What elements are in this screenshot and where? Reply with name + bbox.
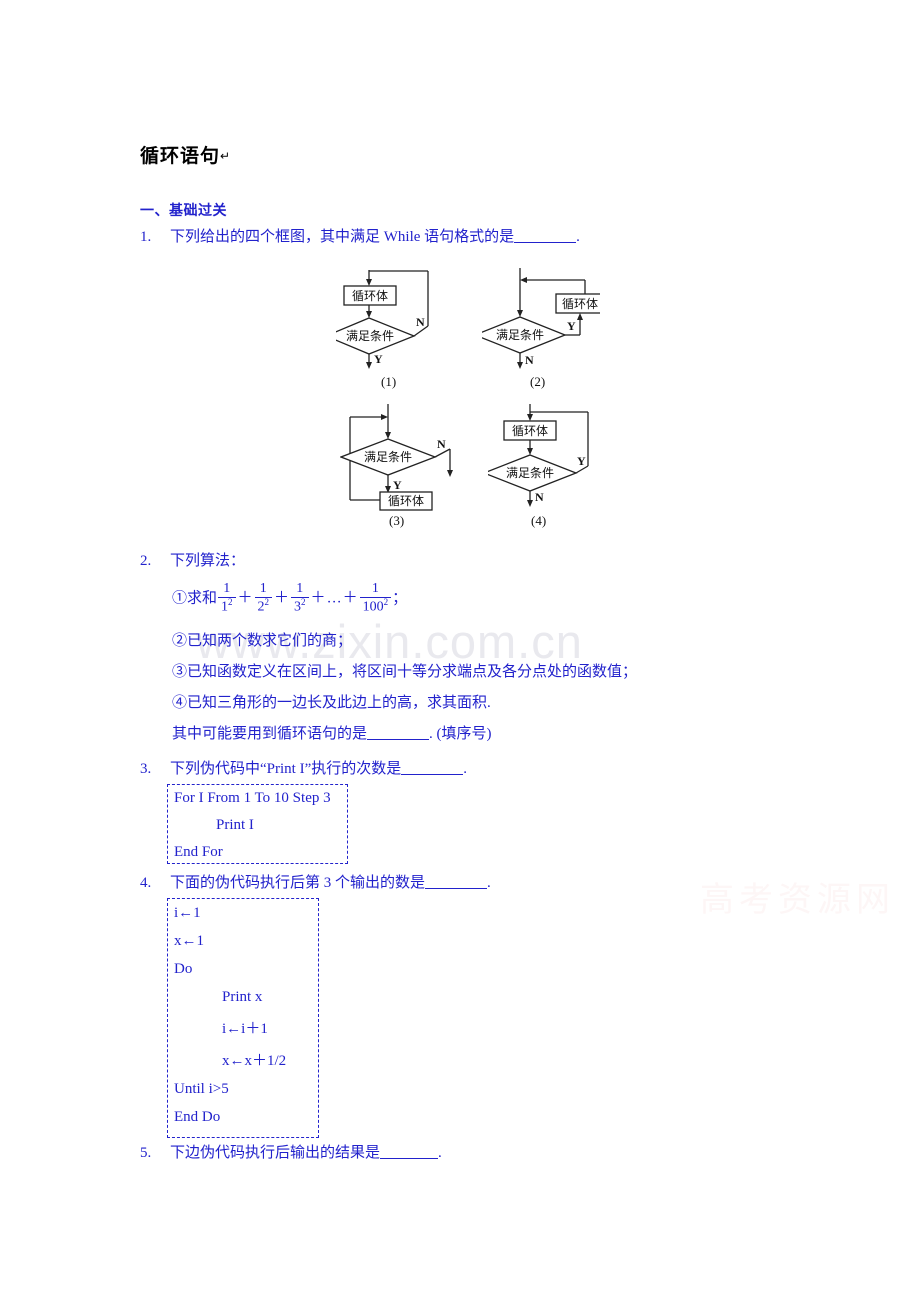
- flowchart-1-caption: (1): [381, 374, 397, 389]
- question-5-text: 下边伪代码执行后输出的结果是: [170, 1145, 381, 1161]
- plus-3: ＋: [310, 590, 326, 607]
- flowchart-3: 满足条件 循环体 N Y: [340, 404, 464, 512]
- code-line: x←x＋1/2: [222, 1053, 287, 1069]
- flowchart-2-diamond-label: 满足条件: [496, 328, 544, 342]
- pseudocode-box-q3: For I From 1 To 10 Step 3 Print I End Fo…: [167, 784, 348, 864]
- code-line: i←i＋1: [222, 1021, 268, 1037]
- code-line: Print I: [216, 817, 254, 833]
- flowchart-1-branch-exit: Y: [374, 352, 383, 366]
- question-1: 1. 下列给出的四个框图，其中满足 While 语句格式的是.: [140, 228, 580, 246]
- page-title-text: 循环语句: [140, 146, 221, 167]
- question-4: 4. 下面的伪代码执行后第 3 个输出的数是.: [140, 874, 491, 892]
- flowchart-4-branch-loop: Y: [577, 454, 586, 468]
- question-2-item-3: ③已知函数定义在区间上，将区间十等分求端点及各分点处的函数值；: [172, 664, 638, 680]
- item-1-end: ；: [392, 590, 408, 607]
- plus-1: ＋: [237, 590, 253, 607]
- question-3-text: 下列伪代码中“Print I”执行的次数是: [170, 761, 402, 777]
- flowchart-4-caption: (4): [531, 513, 547, 528]
- answer-blank-4[interactable]: [425, 888, 488, 889]
- code-line: Until i>5: [174, 1081, 229, 1097]
- answer-blank-5[interactable]: [380, 1158, 439, 1159]
- question-4-text: 下面的伪代码执行后第 3 个输出的数是: [170, 875, 426, 891]
- plus-2: ＋: [274, 590, 290, 607]
- code-line: End For: [174, 844, 223, 860]
- flowchart-4-diamond-label: 满足条件: [506, 466, 554, 480]
- question-1-number: 1.: [140, 229, 152, 245]
- answer-blank-1[interactable]: [514, 242, 577, 243]
- flowchart-2-caption: (2): [530, 374, 546, 389]
- flowchart-3-diamond-label: 满足条件: [364, 450, 412, 464]
- watermark-site: 高考资源网: [700, 882, 895, 919]
- flowchart-1: 循环体 满足条件 N Y: [336, 268, 444, 372]
- pseudocode-box-q4: i←1 x←1 Do Print x i←i＋1 x←x＋1/2 Until i…: [167, 898, 319, 1138]
- page-title: 循环语句↵: [140, 141, 231, 168]
- question-3-period: .: [463, 761, 467, 777]
- question-2-item-2: ②已知两个数求它们的商；: [172, 633, 353, 649]
- flowchart-2-branch-exit: N: [525, 353, 534, 367]
- flowchart-1-branch-loop: N: [416, 315, 425, 329]
- item-5-before: 其中可能要用到循环语句的是: [172, 726, 368, 742]
- code-line: x←1: [174, 933, 204, 949]
- watermark-url: www.zixin.com.cn: [196, 615, 583, 668]
- flowchart-4-branch-exit: N: [535, 490, 544, 504]
- question-3: 3. 下列伪代码中“Print I”执行的次数是.: [140, 760, 467, 778]
- flowchart-2-branch-loop: Y: [567, 319, 576, 333]
- pilcrow-mark: ↵: [220, 149, 232, 163]
- question-3-number: 3.: [140, 761, 152, 777]
- item-1-prefix: ①求和: [172, 590, 218, 607]
- flowchart-1-diamond-label: 满足条件: [346, 329, 394, 343]
- flowchart-3-branch-exit: N: [437, 437, 446, 451]
- question-4-number: 4.: [140, 875, 152, 891]
- question-5: 5. 下边伪代码执行后输出的结果是.: [140, 1144, 442, 1162]
- answer-blank-2[interactable]: [367, 739, 430, 740]
- question-2-number: 2.: [140, 553, 152, 569]
- item-5-after: . (填序号): [429, 726, 492, 742]
- question-4-period: .: [487, 875, 491, 891]
- code-line: For I From 1 To 10 Step 3: [174, 790, 331, 806]
- code-line: Print x: [222, 989, 263, 1005]
- question-1-text: 下列给出的四个框图，其中满足 While 语句格式的是: [170, 229, 515, 245]
- flowchart-3-branch-loop: Y: [393, 478, 402, 492]
- flowchart-3-box-label: 循环体: [388, 494, 424, 508]
- flowchart-4: 循环体 满足条件 Y N: [488, 404, 603, 512]
- question-5-period: .: [438, 1145, 442, 1161]
- question-5-number: 5.: [140, 1145, 152, 1161]
- section-heading: 一、基础过关: [140, 202, 227, 218]
- question-2-item-4: ④已知三角形的一边长及此边上的高，求其面积.: [172, 695, 491, 711]
- question-2-item-5: 其中可能要用到循环语句的是 . (填序号): [172, 725, 492, 743]
- flowchart-4-box-label: 循环体: [512, 424, 548, 438]
- flowchart-1-box-label: 循环体: [352, 289, 388, 303]
- question-2: 2. 下列算法：: [140, 552, 245, 570]
- flowchart-3-caption: (3): [389, 513, 405, 528]
- question-1-period: .: [576, 229, 580, 245]
- answer-blank-3[interactable]: [401, 774, 464, 775]
- flowchart-2-box-label: 循环体: [562, 297, 598, 311]
- code-line: i←1: [174, 905, 201, 921]
- question-2-text: 下列算法：: [170, 553, 246, 569]
- ellipsis: …: [326, 590, 342, 607]
- flowchart-2: 循环体 满足条件 Y N: [482, 268, 600, 372]
- plus-4: ＋: [342, 590, 358, 607]
- code-line: Do: [174, 961, 193, 977]
- code-line: End Do: [174, 1109, 221, 1125]
